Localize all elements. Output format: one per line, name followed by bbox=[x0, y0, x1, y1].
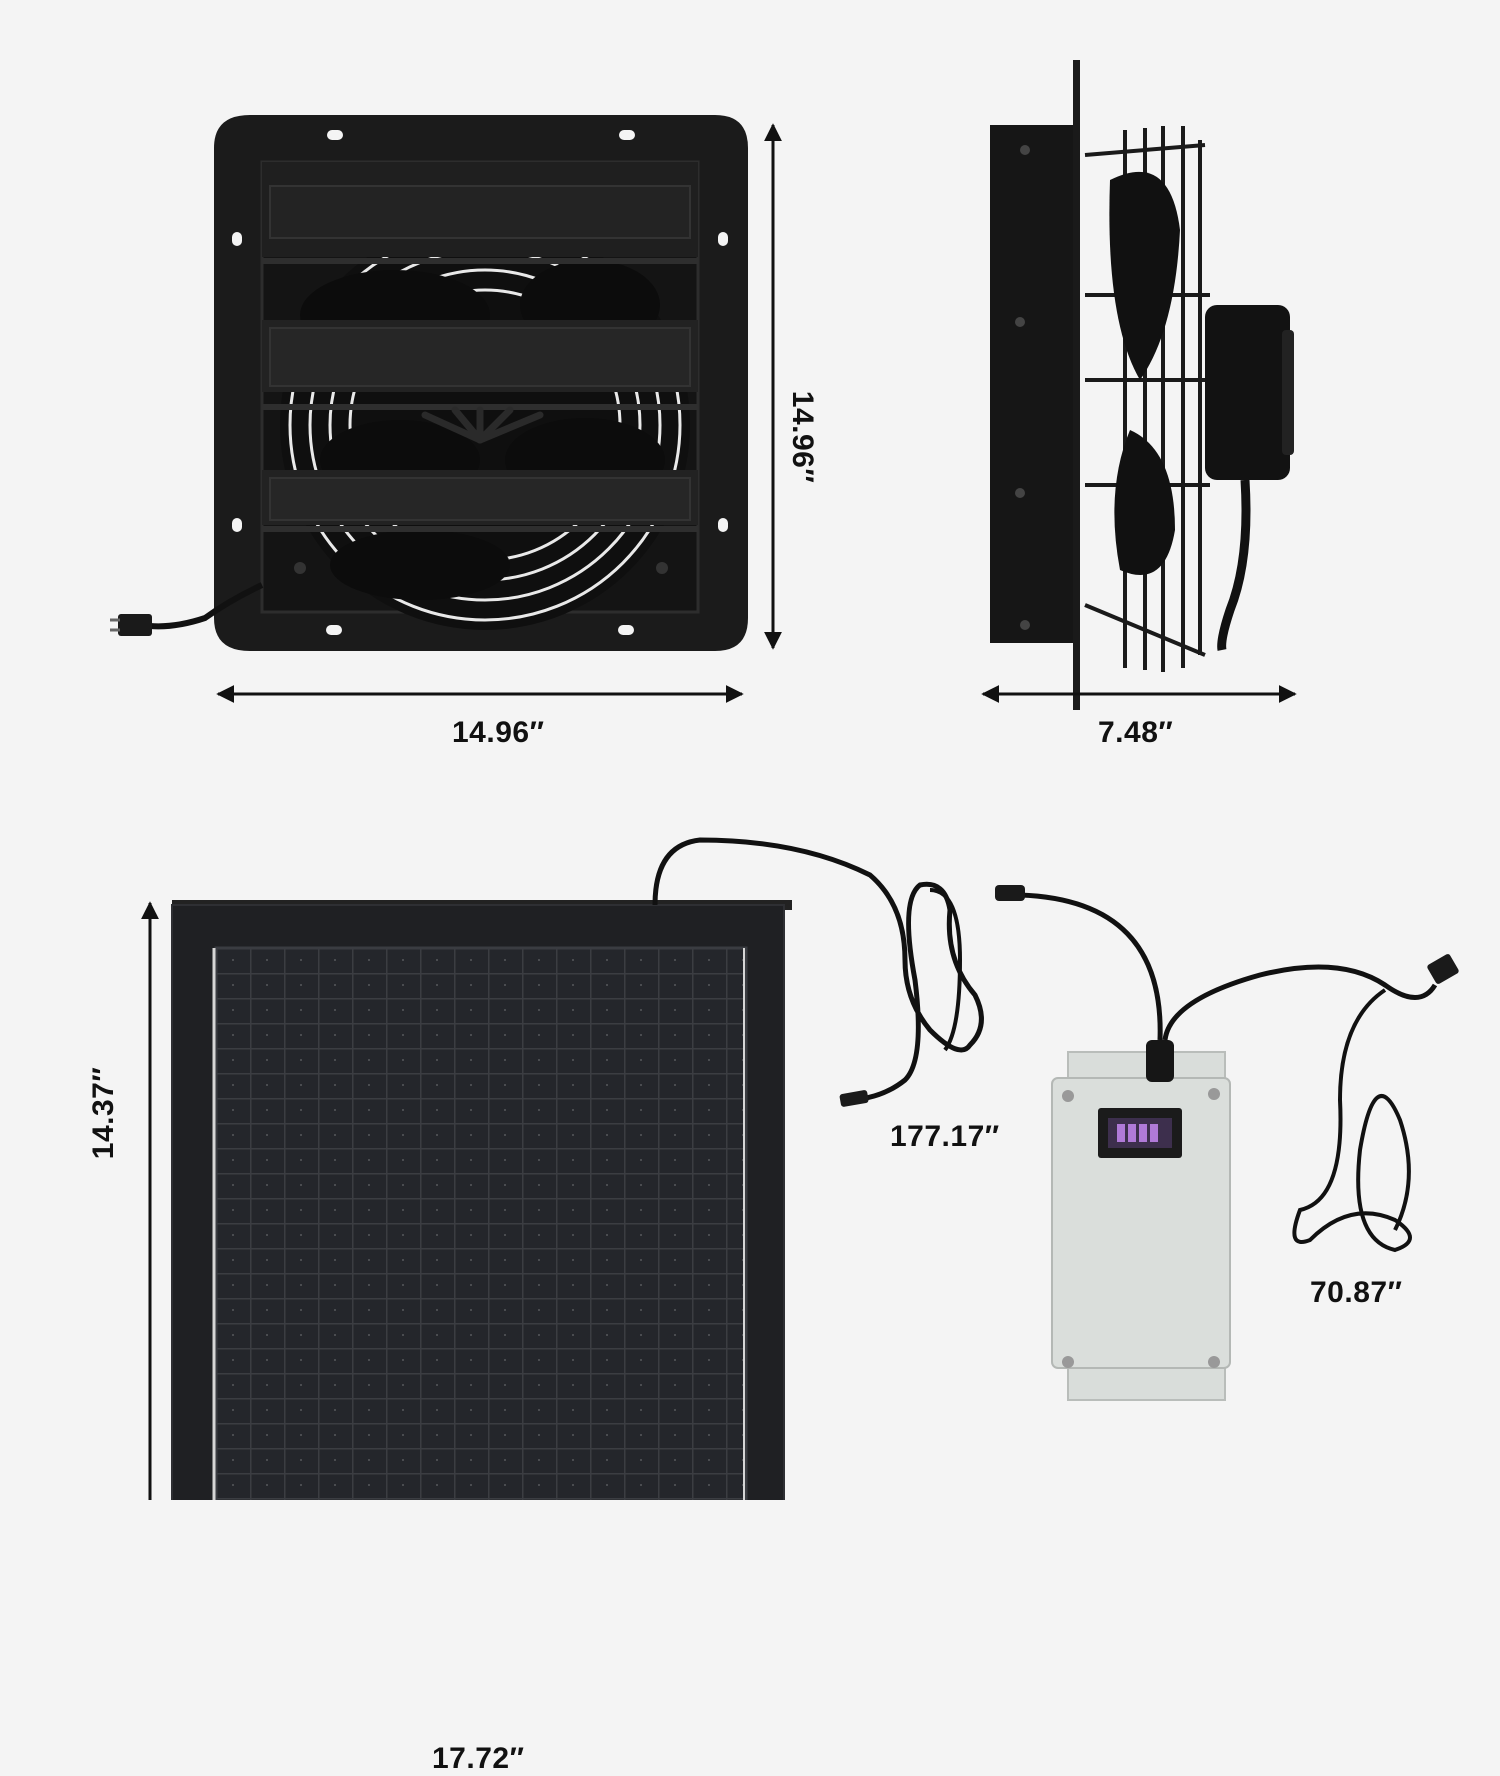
fan-side-view bbox=[990, 60, 1294, 710]
fan-front-width-label: 14.96″ bbox=[452, 716, 545, 749]
panel-cable-length-label: 177.17″ bbox=[890, 1120, 1000, 1153]
controller-box bbox=[1051, 1040, 1231, 1401]
solar-panel-width-label: 17.72″ bbox=[432, 1742, 525, 1775]
fan-front-view bbox=[110, 115, 748, 651]
product-dimension-diagram: 14.96″ 14.96″ 7.48″ 14.37″ 17.72″ 177.17… bbox=[87, 60, 1459, 1775]
fan-front-height-label: 14.96″ bbox=[786, 390, 820, 484]
diagram-canvas bbox=[110, 60, 1459, 1744]
solar-panel-height-label: 14.37″ bbox=[87, 1066, 121, 1160]
solar-cell-grid bbox=[214, 946, 748, 1672]
controller-cable-length-label: 70.87″ bbox=[1310, 1276, 1403, 1309]
fan-side-depth-label: 7.48″ bbox=[1098, 716, 1174, 749]
